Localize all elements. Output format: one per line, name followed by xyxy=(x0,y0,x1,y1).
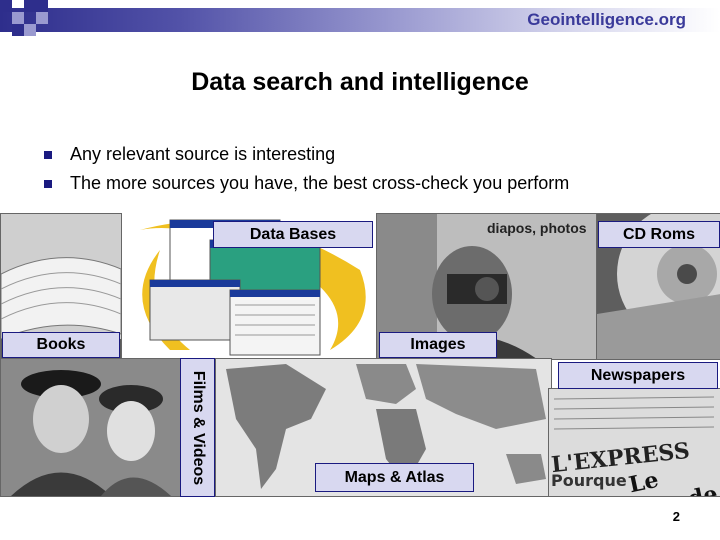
site-name: Geointelligence.org xyxy=(527,10,686,29)
bullet-text: Any relevant source is interesting xyxy=(70,144,336,164)
newspapers-label: Newspapers xyxy=(558,362,718,389)
newspaper-headline-pourquoi: Pourque xyxy=(551,471,627,490)
header-gradient-bar xyxy=(0,8,720,32)
databases-label: Data Bases xyxy=(213,221,373,248)
square-bullet-icon xyxy=(44,150,52,159)
films-label-text: Films & Videos xyxy=(189,370,207,485)
cdroms-label: CD Roms xyxy=(598,221,720,248)
images-label: Images xyxy=(379,332,497,358)
bullet-list: Any relevant source is interesting The m… xyxy=(44,140,569,198)
bullet-item: The more sources you have, the best cros… xyxy=(44,169,569,198)
slide-title: Data search and intelligence xyxy=(191,68,529,96)
photo-caption: diapos, photos xyxy=(487,220,587,236)
books-label: Books xyxy=(2,332,120,358)
page-number: 2 xyxy=(672,509,680,524)
bullet-item: Any relevant source is interesting xyxy=(44,140,569,169)
films-label: Films & Videos xyxy=(180,358,215,497)
square-bullet-icon xyxy=(44,179,52,188)
films-image xyxy=(0,358,182,497)
bullet-text: The more sources you have, the best cros… xyxy=(70,173,570,193)
newspapers-image: L'EXPRESS Le Monde Pourque xyxy=(548,388,720,497)
logo-squares xyxy=(0,0,60,44)
maps-label: Maps & Atlas xyxy=(315,463,474,492)
